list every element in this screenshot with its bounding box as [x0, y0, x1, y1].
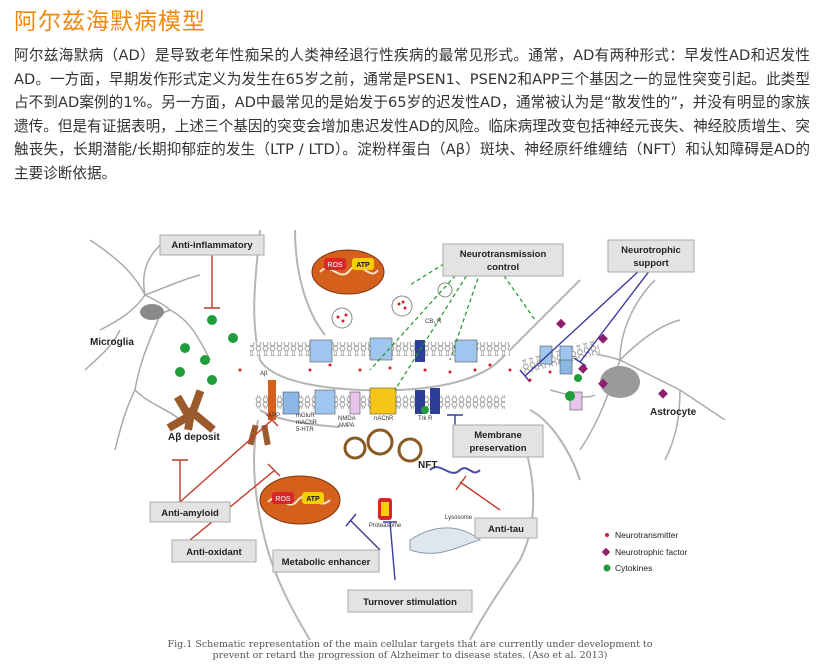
5htr-label: 5-HTR — [296, 427, 314, 433]
astrocyte-outline — [529, 279, 726, 461]
neurotrophic-factor-markers — [556, 318, 668, 399]
box-metabolic-enhancer: Metabolic enhancer — [272, 549, 380, 573]
app-label: APP — [268, 413, 280, 419]
synaptic-receptors — [268, 337, 583, 420]
legend-cytokines-swatch — [603, 564, 611, 572]
page-title: 阿尔兹海默病模型 — [14, 9, 206, 35]
lysosome-icon — [409, 527, 482, 554]
box-neurotrophic-support: Neurotrophic support — [607, 239, 695, 273]
neurofibrillary-tangles — [343, 428, 481, 474]
atp-label-bottom: ATP — [306, 496, 320, 503]
microglia-cell-outline — [84, 239, 211, 451]
legend-neurotrophic-swatch — [601, 547, 611, 557]
caption-line-1: Fig.1 Schematic representation of the ma… — [167, 639, 653, 650]
cb1r-label: CB₁ R — [425, 319, 442, 325]
ab-label: Aβ — [260, 371, 268, 377]
intro-paragraph: 阿尔兹海默病（AD）是导致老年性痴呆的人类神经退行性疾病的最常见形式。通常，AD… — [14, 47, 810, 182]
microglia-nucleus — [140, 304, 164, 320]
nachr-label: nAChR — [374, 416, 394, 422]
svg-text:preservation: preservation — [469, 443, 526, 454]
microglia-label: Microglia — [90, 337, 134, 348]
ab-deposit-label: Aβ deposit — [168, 432, 220, 443]
svg-text:Membrane: Membrane — [474, 430, 522, 441]
figure-caption: Fig.1 Schematic representation of the ma… — [120, 639, 700, 661]
svg-text:control: control — [487, 262, 519, 273]
ros-label-top: ROS — [327, 262, 343, 269]
astrocyte-nucleus — [600, 366, 640, 398]
machr-label: mAChR — [296, 420, 318, 426]
figure-legend: Neurotransmitter Neurotrophic factor Cyt… — [601, 530, 687, 573]
neurotransmitter-dots — [238, 300, 552, 382]
box-anti-amyloid: Anti-amyloid — [149, 501, 231, 523]
box-turnover-stimulation: Turnover stimulation — [347, 589, 473, 613]
svg-text:Turnover stimulation: Turnover stimulation — [363, 597, 457, 608]
astrocyte-label: Astrocyte — [650, 407, 697, 418]
neuron-outline — [253, 229, 581, 640]
svg-text:Anti-inflammatory: Anti-inflammatory — [171, 240, 253, 251]
proteasome-label: Proteasome — [369, 523, 402, 529]
caption-line-2: prevent or retard the progression of Alz… — [212, 650, 608, 661]
legend-neurotransmitter-swatch — [605, 533, 609, 537]
nft-label: NFT — [418, 460, 437, 471]
box-anti-tau: Anti-tau — [474, 517, 538, 539]
mglur-label: mGluR — [296, 413, 315, 419]
svg-text:Anti-amyloid: Anti-amyloid — [161, 508, 219, 519]
mitochondrion-top: ROS ATP — [311, 249, 385, 295]
box-anti-inflammatory: Anti-inflammatory — [159, 234, 265, 256]
ad-schematic-figure: ROS ATP ROS ATP — [84, 229, 726, 640]
svg-text:Neurotransmission: Neurotransmission — [460, 249, 547, 260]
legend-neurotrophic-factor: Neurotrophic factor — [615, 547, 687, 557]
box-membrane-preservation: Membrane preservation — [452, 424, 544, 458]
proteasome-icon — [378, 498, 392, 520]
svg-text:support: support — [633, 258, 669, 269]
nmda-label: NMDA — [338, 416, 356, 422]
blue-inhibition-lines — [345, 269, 651, 581]
trkr-label: Trk R — [418, 416, 433, 422]
mitochondrion-bottom: ROS ATP — [259, 475, 341, 525]
box-anti-oxidant: Anti-oxidant — [171, 539, 257, 563]
red-inhibition-lines — [172, 255, 501, 541]
lysosome-label: Lysosome — [445, 515, 473, 521]
svg-text:Anti-oxidant: Anti-oxidant — [186, 547, 242, 558]
box-neurotransmission-control: Neurotransmission control — [442, 243, 564, 277]
ros-label-bottom: ROS — [275, 496, 291, 503]
cytokine-dots — [175, 315, 582, 414]
svg-text:Neurotrophic: Neurotrophic — [621, 245, 681, 256]
legend-cytokines: Cytokines — [615, 563, 652, 573]
legend-neurotransmitter: Neurotransmitter — [615, 530, 678, 540]
svg-text:Metabolic enhancer: Metabolic enhancer — [282, 557, 371, 568]
svg-text:Anti-tau: Anti-tau — [488, 524, 524, 535]
ampa-label: AMPA — [338, 423, 355, 429]
atp-label-top: ATP — [356, 262, 370, 269]
synaptic-vesicles — [331, 282, 453, 329]
